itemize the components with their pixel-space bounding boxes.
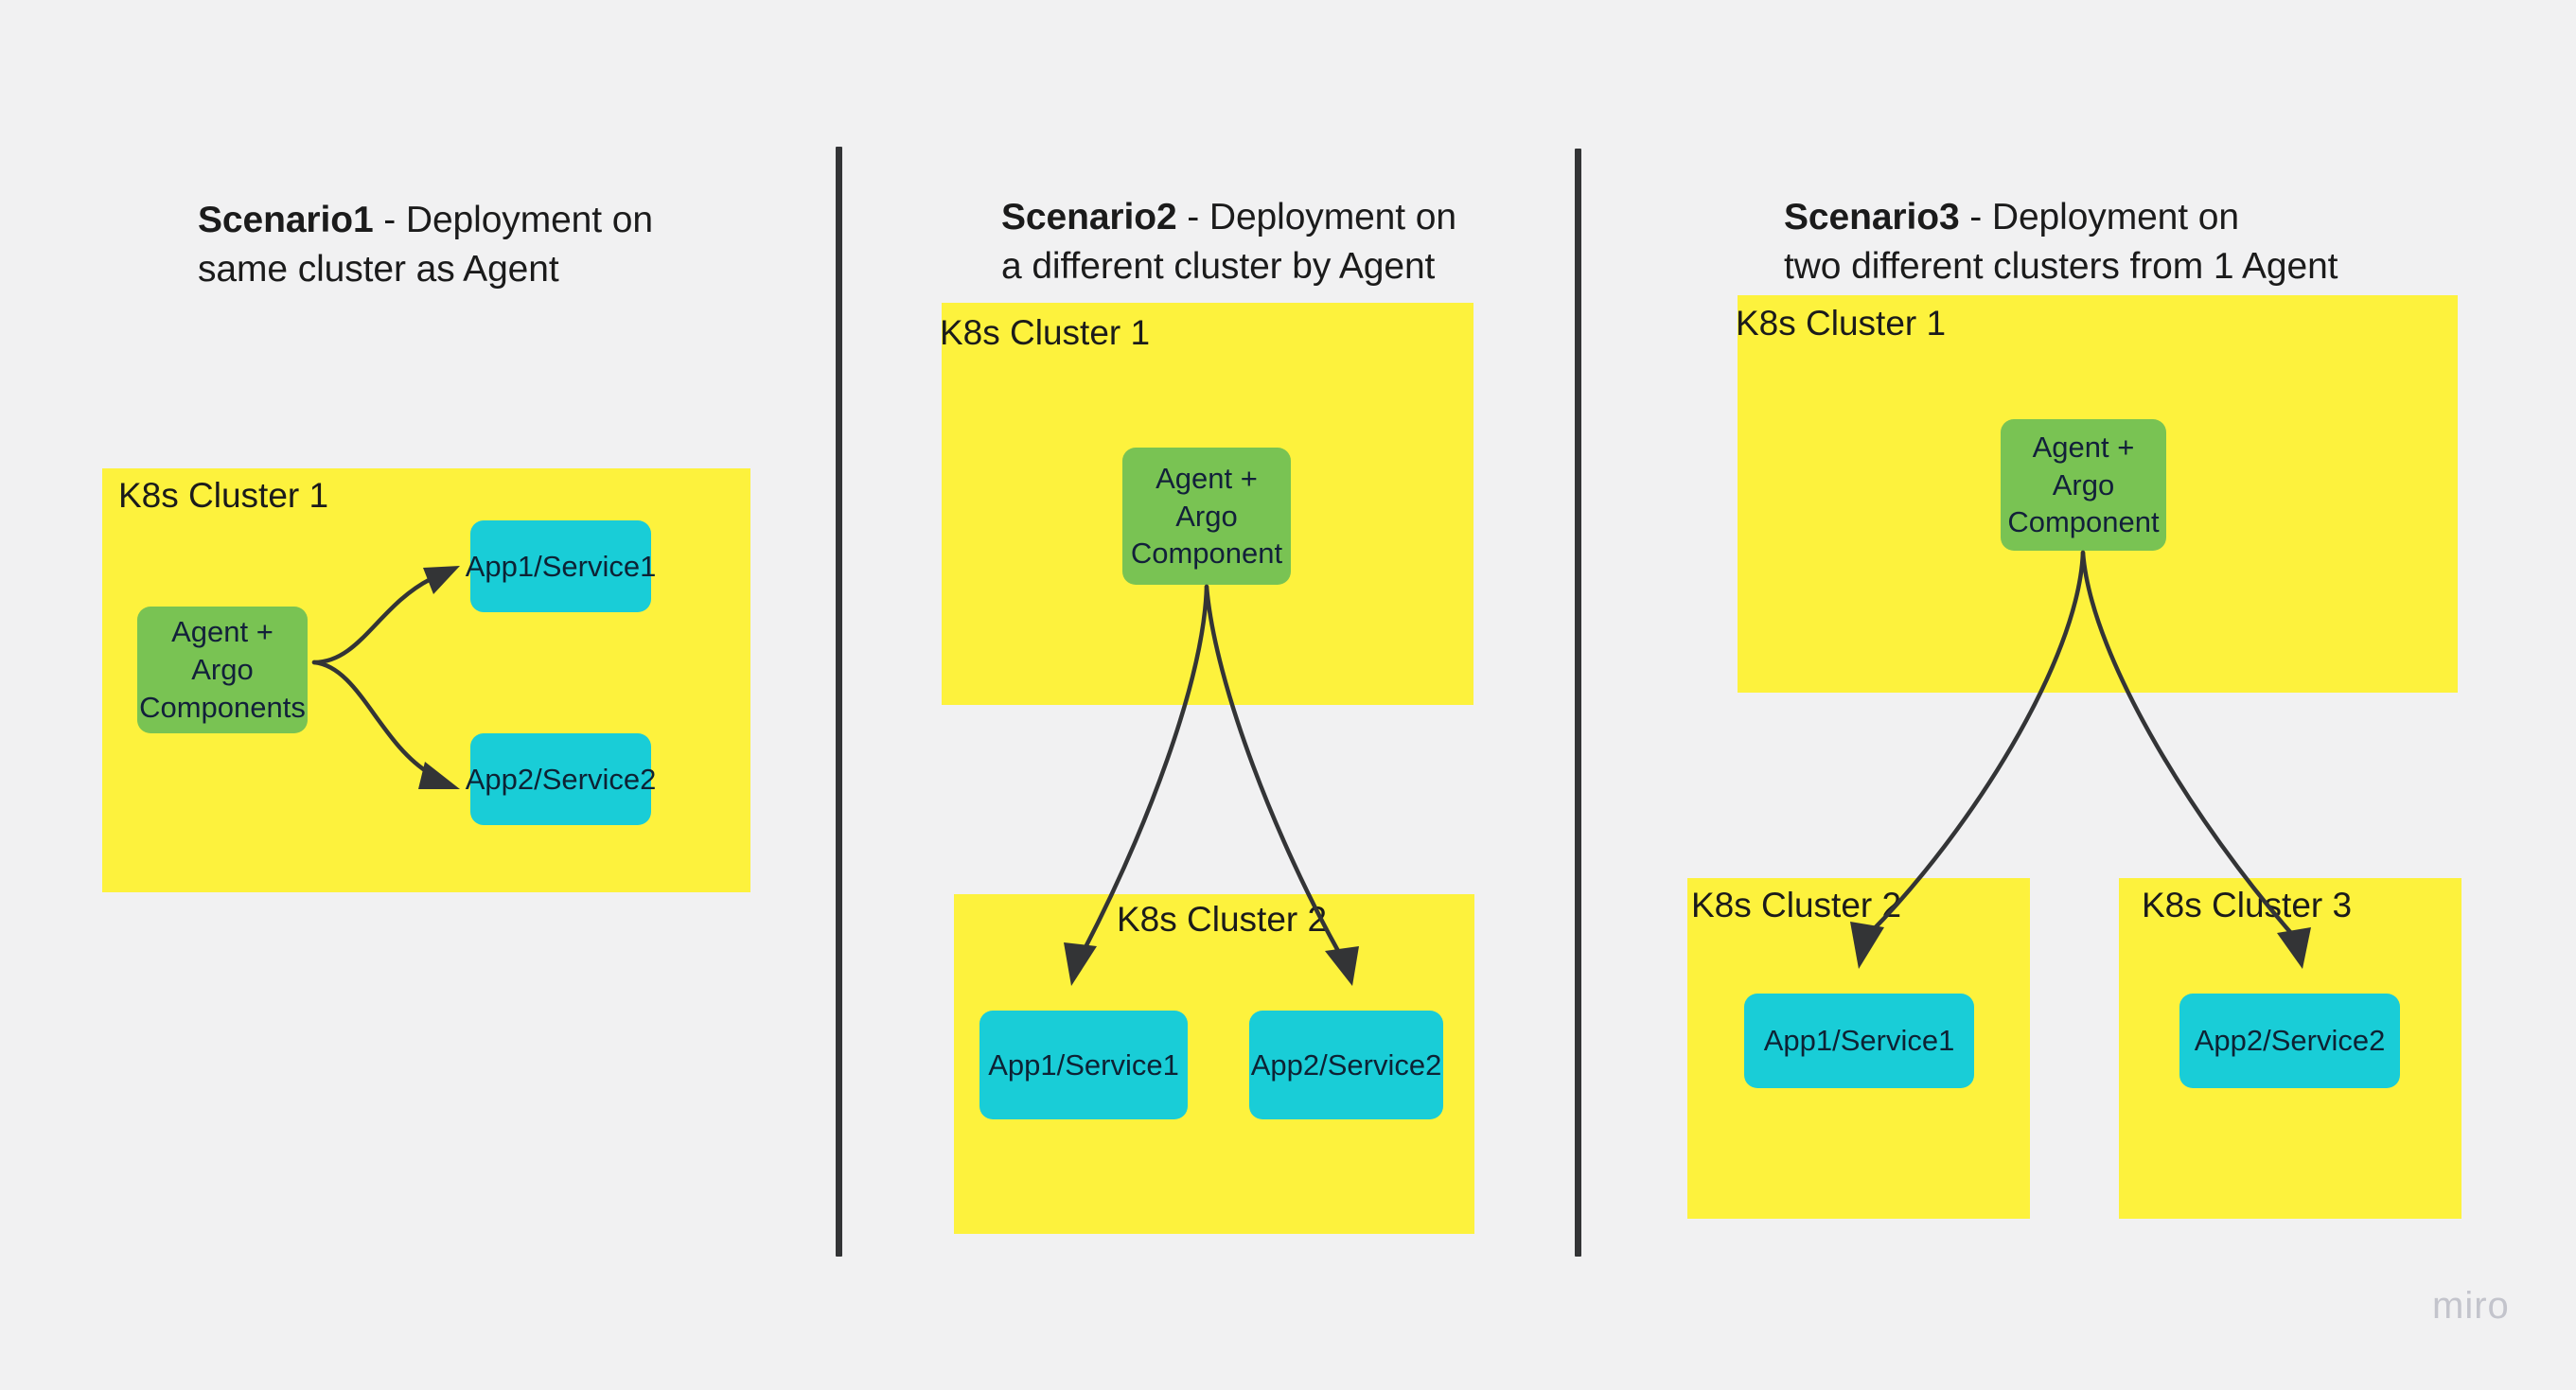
column-divider-2 [1575, 149, 1581, 1257]
node-s3-agent[interactable]: Agent + Argo Component [2001, 419, 2166, 551]
scenario3-title: Scenario3 [1784, 196, 1960, 238]
column-divider-1 [836, 147, 842, 1257]
cluster-label-s3-cluster1: K8s Cluster 1 [1736, 304, 1947, 343]
scenario3-heading: Scenario3 - Deployment on two different … [1784, 144, 2390, 291]
scenario2-title: Scenario2 [1001, 196, 1177, 238]
scenario2-heading: Scenario2 - Deployment on a different cl… [1001, 144, 1512, 291]
cluster-label-s3-cluster2: K8s Cluster 2 [1691, 886, 1902, 924]
node-s2-app2[interactable]: App2/Service2 [1249, 1011, 1443, 1119]
node-s1-app1[interactable]: App1/Service1 [466, 520, 656, 612]
node-s1-agent[interactable]: Agent + Argo Components [137, 607, 308, 733]
scenario1-subtitle: - Deployment on same cluster as Agent [198, 199, 653, 290]
cluster-label-s3-cluster3: K8s Cluster 3 [2142, 886, 2353, 924]
node-s3-app1[interactable]: App1/Service1 [1744, 994, 1974, 1088]
node-s1-app2[interactable]: App2/Service2 [466, 733, 656, 825]
scenario3-subtitle: - Deployment on two different clusters f… [1784, 196, 2338, 287]
cluster-label-s2-cluster2: K8s Cluster 2 [1117, 900, 1328, 939]
scenario1-title: Scenario1 [198, 199, 374, 240]
scenario2-subtitle: - Deployment on a different cluster by A… [1001, 196, 1456, 287]
cluster-label-s1-cluster1: K8s Cluster 1 [118, 476, 329, 515]
miro-watermark: miro [2432, 1285, 2510, 1327]
scenario1-heading: Scenario1 - Deployment on same cluster a… [198, 147, 728, 294]
node-s2-agent[interactable]: Agent + Argo Component [1122, 448, 1291, 585]
node-s3-app2[interactable]: App2/Service2 [2179, 994, 2400, 1088]
node-s2-app1[interactable]: App1/Service1 [979, 1011, 1188, 1119]
cluster-label-s2-cluster1: K8s Cluster 1 [940, 313, 1151, 352]
